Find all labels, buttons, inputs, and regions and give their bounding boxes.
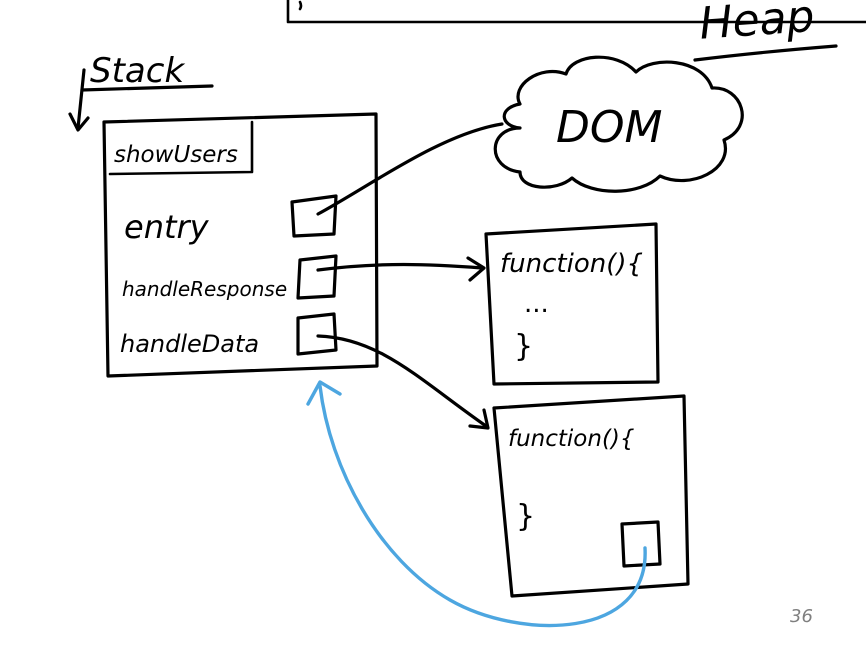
stack-arrow-line: [76, 68, 86, 130]
dom-cloud: DOM: [493, 55, 744, 193]
code-box-top: [286, 0, 866, 24]
stack-underline: [80, 84, 214, 92]
stack-title: Stack: [90, 51, 185, 91]
arrow-handle-data-to-func2: [316, 334, 490, 430]
var-handle-data-label: handleData: [120, 330, 259, 358]
func1-header: function(){: [500, 249, 643, 279]
frame-name: showUsers: [114, 142, 238, 168]
function-object-1: function(){ ... }: [484, 222, 660, 386]
var-handle-response-label: handleResponse: [122, 277, 287, 301]
stack-frame: showUsers: [102, 112, 379, 378]
heap-title: Heap: [698, 0, 816, 50]
closure-scope-slot: [620, 520, 662, 568]
func1-close: }: [514, 329, 533, 364]
func1-body: ...: [524, 289, 549, 319]
func2-close: }: [516, 499, 535, 534]
stack-region: Stack: [68, 51, 214, 132]
var-handle-response-slot: [296, 254, 338, 300]
heap-region: Heap: [693, 0, 838, 62]
function-object-2: function(){ }: [492, 394, 690, 598]
var-entry-label: entry: [124, 208, 210, 246]
page-number: 36: [790, 606, 813, 627]
var-entry: entry: [124, 194, 338, 246]
var-handle-response: handleResponse: [122, 254, 338, 301]
arrow-handle-response-to-func1: [316, 256, 486, 282]
var-handle-data-slot: [296, 312, 338, 356]
func2-header: function(){: [508, 426, 635, 452]
closure-arrow: [306, 380, 647, 628]
arrow-entry-to-dom: [316, 122, 504, 216]
var-handle-data: handleData: [120, 312, 338, 358]
var-entry-slot: [290, 194, 338, 238]
stack-arrow-head: [68, 112, 90, 132]
dom-label: DOM: [556, 102, 662, 153]
